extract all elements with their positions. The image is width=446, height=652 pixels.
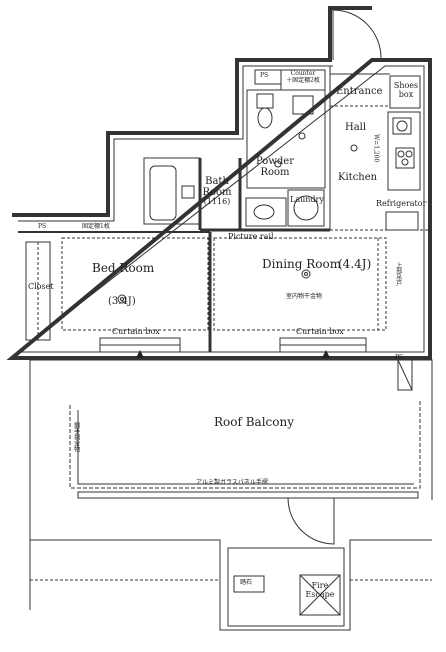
room-shoes-box: Shoes box — [392, 81, 420, 100]
ps-label-top: PS — [260, 72, 269, 79]
bath-room-line2: Room — [202, 187, 232, 198]
room-dining-size: (4.4J) — [338, 257, 372, 271]
room-closet: Closet — [28, 282, 54, 291]
side-rail-label: 鋼手摺金物 — [72, 422, 80, 452]
counter-line2: ＋固定棚2枚 — [286, 76, 320, 84]
shoes-box-line2: box — [398, 89, 414, 99]
marker-arrows — [136, 350, 330, 358]
ceiling-fixture-label: 室内物干金物 — [286, 293, 323, 300]
bath-size: (1116) — [203, 197, 231, 206]
width-note: W=1,200 — [372, 134, 380, 163]
room-hall: Hall — [345, 122, 367, 133]
stepping-stone-label: 踏石 — [240, 579, 253, 586]
counter-label: Counter ＋固定棚2枚 — [281, 70, 325, 84]
upper-cabinet-label: 上部吊戸 — [394, 262, 402, 286]
fire-escape-line1: Fire — [311, 581, 329, 590]
ps-label-right: PS — [395, 354, 404, 361]
room-bath: Bath Room (1116) — [198, 176, 236, 207]
room-laundry: Laundry — [290, 195, 324, 204]
counter-line1: Counter — [290, 70, 316, 77]
powder-room-line2: Room — [260, 167, 290, 178]
room-bed-size: (3.4J) — [108, 296, 136, 307]
balcony-outline — [29, 359, 433, 610]
room-dining: Dining Room — [262, 257, 342, 271]
room-roof-balcony: Roof Balcony — [214, 415, 295, 429]
ps-label-left: PS — [38, 223, 47, 230]
room-kitchen: Kitchen — [338, 172, 378, 183]
bath-room-line1: Bath — [205, 176, 229, 187]
room-refrigerator: Refrigerator — [376, 199, 427, 208]
entrance-door — [332, 9, 382, 60]
fire-escape-line2: Escape — [305, 589, 335, 599]
curtain-box-right: Curtain box — [296, 327, 344, 336]
room-bed: Bed Room — [92, 261, 155, 275]
shoes-box-line1: Shoes — [393, 81, 419, 90]
inner-wall — [16, 65, 425, 353]
picture-rail-label: Picture rail — [228, 232, 274, 241]
room-fire-escape: Fire Escape — [302, 581, 338, 600]
room-powder: Powder Room — [250, 156, 300, 178]
powder-room-line1: Powder — [255, 156, 294, 167]
curtain-box-left: Curtain box — [112, 327, 160, 336]
balcony-rail-label: アルミ製ガラスパネル手摺 — [196, 479, 268, 486]
room-entrance: Entrance — [336, 86, 383, 97]
fixed-shelf-label: 固定棚1枚 — [82, 223, 110, 230]
